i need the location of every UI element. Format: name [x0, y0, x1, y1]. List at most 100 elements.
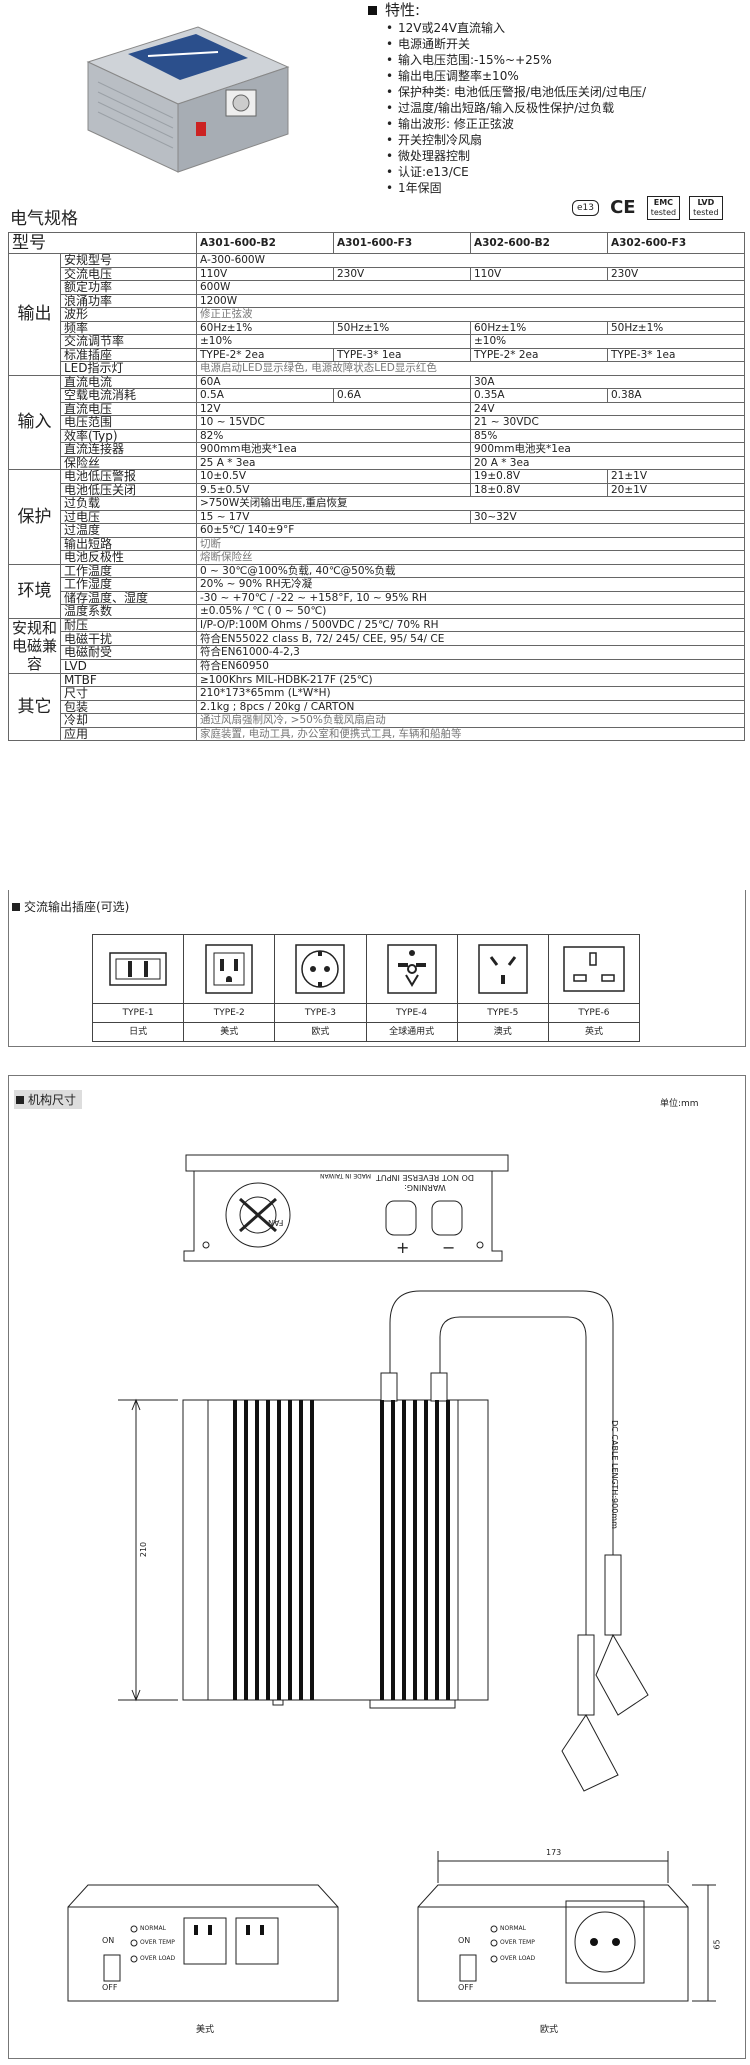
table-row: 直流电压 12V 24V [9, 401, 745, 416]
table-row: 效率(Typ) 82% 85% [9, 428, 745, 443]
table-row: LED指示灯 电源启动LED显示绿色, 电源故障状态LED显示红色 [9, 361, 745, 376]
row-label: 波形 [60, 307, 197, 322]
row-label: 包装 [60, 699, 197, 714]
mechanical-drawing [67, 1154, 716, 2002]
cell: 0.38A [607, 388, 745, 403]
type3-socket-icon [295, 944, 346, 994]
table-row: 安规和电磁兼容 耐压 I/P-O/P:100M Ohms / 500VDC / … [8, 617, 745, 674]
row-label: 过负载 [60, 496, 197, 511]
socket-types-table: TYPE-1 日式 TYPE-2 美式 TYPE-3 欧式 TYPE-4 全球通… [92, 934, 640, 1042]
made-in-label: MADE IN TAIWAN [320, 1172, 372, 1179]
height-dimension: 65 [712, 1939, 722, 1950]
cell: 9.5±0.5V [196, 482, 471, 497]
row-label: LED指示灯 [60, 361, 197, 376]
row-label: 直流电压 [60, 401, 197, 416]
front-view-eu [417, 1851, 716, 2002]
type2-socket-icon [205, 944, 253, 994]
row-label: 电磁干扰 [60, 631, 197, 646]
cell: ±0.05% / ℃ ( 0 ~ 50℃) [196, 604, 745, 619]
table-row: 额定功率 600W [9, 280, 745, 295]
cell: 20% ~ 90% RH无冷凝 [196, 577, 745, 592]
rear-panel-view [183, 1154, 509, 1262]
row-label: 电磁耐受 [60, 645, 197, 660]
cell: 0.5A [196, 388, 334, 403]
feature-item: 微处理器控制 [386, 148, 748, 164]
category-output: 输出 [8, 253, 61, 376]
cell: TYPE-3* 1ea [333, 347, 471, 362]
table-row: 保险丝 25 A * 3ea 20 A * 3ea [9, 455, 745, 470]
cell: 900mm电池夹*1ea [196, 442, 471, 457]
cell: 110V [196, 266, 334, 281]
socket-type-3: TYPE-3 欧式 [275, 935, 367, 1041]
table-row: 冷却 通过风扇强制风冷, >50%负载风扇启动 [9, 713, 745, 728]
features-list: 12V或24V直流输入 电源通断开关 输入电压范围:-15%~+25% 输出电压… [368, 20, 748, 196]
cell: 符合EN55022 class B, 72/ 245/ CEE, 95/ 54/… [196, 631, 745, 646]
square-bullet-icon [16, 1096, 24, 1104]
spec-table: 型号 A301-600-B2 A301-600-F3 A302-600-B2 A… [8, 232, 745, 741]
socket-type-region: 全球通用式 [389, 1027, 435, 1037]
model-name: A301-600-B2 [196, 232, 334, 254]
cell: 230V [607, 266, 745, 281]
switch-on-label: ON [458, 1936, 471, 1945]
row-label: 直流电流 [60, 374, 197, 389]
row-label: 电池反极性 [60, 550, 197, 565]
table-row: 电池低压关闭 9.5±0.5V 18±0.8V 20±1V [9, 482, 745, 497]
feature-item: 认证:e13/CE [386, 164, 748, 180]
cell: 符合EN61000-4-2,3 [196, 645, 745, 660]
cell: 15 ~ 17V [196, 509, 471, 524]
cable-length-label: DC CABLE LENGTH:900mm [609, 1420, 619, 1529]
socket-type-name: TYPE-4 [366, 1004, 457, 1023]
led-normal-label: NORMAL [140, 1925, 167, 1932]
row-label: 输出短路 [60, 536, 197, 551]
cell: 24V [470, 401, 745, 416]
cell: 10±0.5V [196, 469, 471, 484]
switch-off-label: OFF [458, 1983, 474, 1992]
feature-item: 1年保固 [386, 180, 748, 196]
table-row: 电压范围 10 ~ 15VDC 21 ~ 30VDC [9, 415, 745, 430]
cell: 1200W [196, 293, 745, 308]
cell: 19±0.8V [470, 469, 608, 484]
cell: TYPE-2* 2ea [196, 347, 334, 362]
cell: 12V [196, 401, 471, 416]
cell: 修正正弦波 [196, 307, 745, 322]
table-row: 直流连接器 900mm电池夹*1ea 900mm电池夹*1ea [9, 442, 745, 457]
table-row: 过电压 15 ~ 17V 30~32V [9, 509, 745, 524]
row-label: 工作温度 [60, 563, 197, 578]
switch-off-label: OFF [102, 1983, 118, 1992]
row-label: 安规型号 [60, 253, 197, 268]
cell: 21±1V [607, 469, 745, 484]
table-row: 储存温度、湿度 -30 ~ +70℃ / -22 ~ +158°F, 10 ~ … [9, 590, 745, 605]
cell: 0.35A [470, 388, 608, 403]
cell: TYPE-3* 1ea [607, 347, 745, 362]
cell: 30A [470, 374, 745, 389]
cell: 电源启动LED显示绿色, 电源故障状态LED显示红色 [196, 361, 745, 376]
table-row: 保护 电池低压警报 10±0.5V 19±0.8V 21±1V [8, 469, 745, 565]
cell: 210*173*65mm (L*W*H) [196, 686, 745, 701]
socket-type-region: 欧式 [311, 1027, 330, 1037]
cell: A-300-600W [196, 253, 745, 268]
socket-section-title: 交流输出插座(可选) [12, 898, 129, 915]
square-bullet-icon [12, 903, 20, 911]
row-label: 耐压 [60, 617, 197, 633]
category-environment: 环境 [8, 563, 61, 619]
top-view [182, 1290, 649, 1792]
socket-type-region: 英式 [584, 1027, 603, 1037]
length-dimension: 210 [139, 1541, 149, 1558]
cell: 通过风扇强制风冷, >50%负载风扇启动 [196, 713, 745, 728]
switch-on-label: ON [102, 1936, 115, 1945]
cell: 20±1V [607, 482, 745, 497]
cell: 60±5℃/ 140±9°F [196, 523, 745, 538]
led-overtemp-label: OVER TEMP [500, 1939, 535, 1946]
spec-table-wrap: 型号 A301-600-B2 A301-600-F3 A302-600-B2 A… [8, 232, 745, 741]
width-dimension: 173 [546, 1848, 562, 1857]
mechanical-title: 机构尺寸 [14, 1090, 83, 1109]
feature-item: 过温度/输出短路/输入反极性保护/过负载 [386, 100, 748, 116]
row-label: 电池低压关闭 [60, 482, 197, 497]
socket-type-4: TYPE-4 全球通用式 [366, 935, 458, 1041]
socket-type-region: 澳式 [493, 1027, 512, 1037]
us-version-label: 美式 [196, 2025, 215, 2035]
features-title: 特性: [368, 2, 748, 18]
row-label: 频率 [60, 320, 197, 335]
cell: 60A [196, 374, 471, 389]
category-safety-emc: 安规和电磁兼容 [8, 617, 61, 674]
